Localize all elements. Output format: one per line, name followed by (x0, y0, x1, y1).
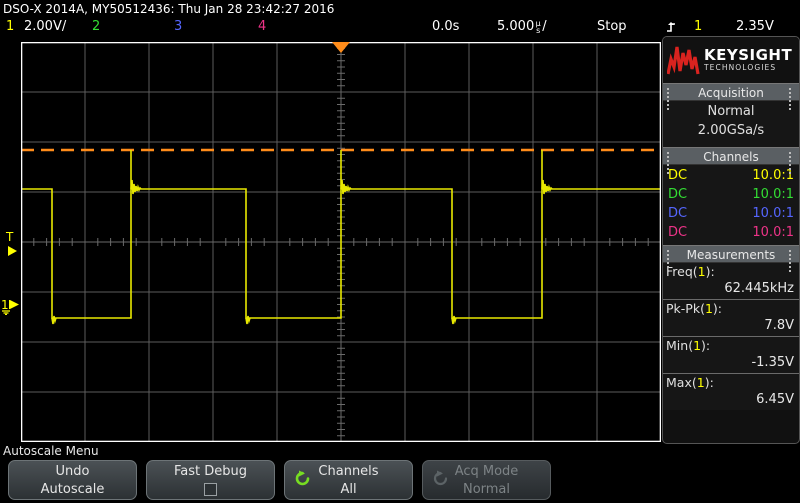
channels-header-label: Channels (703, 150, 759, 164)
waveform-display[interactable]: T 1 (0, 36, 662, 444)
title-bar: DSO-X 2014A, MY50512436: Thu Jan 28 23:4… (3, 2, 335, 16)
softkey-line1: Undo (55, 464, 90, 479)
timebase-unit-base: s (536, 25, 541, 35)
softkey-channels[interactable]: Channels All (284, 460, 413, 500)
channel-1-scale[interactable]: 2.00V/ (24, 19, 67, 34)
channel-1-waveform (21, 150, 661, 325)
run-state[interactable]: Stop (597, 19, 627, 34)
channels-header[interactable]: Channels (663, 147, 799, 174)
measurement-value: 7.8V (764, 318, 794, 333)
channel-row[interactable]: DC 10.0:1 (667, 185, 795, 204)
grip-dots-right (789, 250, 795, 272)
softkey-line1: Channels (318, 464, 379, 479)
softkey-line1: Fast Debug (173, 464, 247, 479)
trigger-source[interactable]: 1 (694, 19, 703, 34)
channel-probe-ratio: 10.0:1 (752, 187, 794, 202)
acquisition-mode: Normal (707, 104, 755, 119)
trigger-level-value[interactable]: 2.35V (736, 19, 774, 34)
keysight-waveform-mark (667, 46, 700, 75)
channel-probe-ratio: 10.0:1 (752, 168, 794, 183)
measurement-item[interactable]: Freq(1): 62.445kHz (663, 263, 799, 300)
measurements-body: Freq(1): 62.445kHz Pk-Pk(1): 7.8V Min(1)… (663, 263, 799, 410)
measurements-header-label: Measurements (686, 248, 776, 262)
soft-key-row: Undo Autoscale Fast Debug Channels All (8, 460, 551, 500)
fast-debug-checkbox[interactable] (204, 483, 217, 496)
channel-probe-ratio: 10.0:1 (752, 206, 794, 221)
keysight-logo: KEYSIGHT TECHNOLOGIES (663, 37, 799, 83)
softkey-line2: Normal (462, 482, 511, 497)
grip-dots-left (667, 250, 673, 272)
svg-text:1: 1 (1, 298, 9, 312)
acquisition-body: Normal 2.00GSa/s (663, 101, 799, 147)
measurement-source: 1 (693, 338, 702, 353)
softkey-acq-mode[interactable]: Acq Mode Normal (422, 460, 551, 500)
trigger-position-marker[interactable] (332, 38, 350, 57)
left-marker-column: T 1 (0, 42, 21, 442)
grip-dots-right (789, 88, 795, 110)
trigger-slope-icon[interactable] (665, 20, 679, 40)
channel-row[interactable]: DC 10.0:1 (667, 204, 795, 223)
measurement-name: Freq (666, 264, 693, 279)
horizontal-delay[interactable]: 0.0s (432, 19, 460, 34)
acquisition-header-label: Acquisition (698, 86, 764, 100)
channel-4-indicator[interactable]: 4 (258, 19, 267, 34)
side-panel: KEYSIGHT TECHNOLOGIES Acquisition Normal… (662, 36, 800, 444)
measurement-item[interactable]: Min(1): -1.35V (663, 337, 799, 374)
softkey-undo-autoscale[interactable]: Undo Autoscale (8, 460, 137, 500)
channel-coupling: DC (668, 187, 688, 202)
measurement-name: Max (666, 375, 692, 390)
logo-brand: KEYSIGHT (704, 45, 793, 64)
measurement-source: 1 (704, 301, 713, 316)
soft-key-menu: Autoscale Menu Undo Autoscale Fast Debug… (0, 444, 800, 503)
channel-row[interactable]: DC 10.0:1 (667, 166, 795, 185)
channel-coupling: DC (668, 168, 688, 183)
timebase-slash: / (542, 19, 547, 34)
channel-probe-ratio: 10.0:1 (752, 225, 794, 240)
channel-1-ground-marker[interactable]: 1 (1, 298, 21, 317)
channels-body: DC 10.0:1 DC 10.0:1 DC 10.0:1 DC 10.0:1 (663, 165, 799, 245)
measurement-value: 6.45V (756, 392, 794, 407)
timebase-unit-prefix: µ (535, 18, 541, 28)
timebase-value: 5.000 (497, 19, 535, 34)
grip-dots-left (667, 88, 673, 110)
trigger-level-marker[interactable]: T (6, 230, 19, 259)
acquisition-header[interactable]: Acquisition (663, 83, 799, 110)
graticule[interactable] (21, 42, 661, 442)
menu-title: Autoscale Menu (3, 444, 99, 458)
softkey-line2: Autoscale (40, 482, 105, 497)
channel-3-indicator[interactable]: 3 (174, 19, 183, 34)
channel-2-indicator[interactable]: 2 (92, 19, 101, 34)
softkey-line2: All (340, 482, 357, 497)
channel-coupling: DC (668, 225, 688, 240)
recall-arrow-icon (294, 470, 311, 491)
recall-arrow-icon (432, 470, 449, 491)
timebase-scale[interactable]: 5.000 µ s / (497, 18, 547, 36)
softkey-fast-debug[interactable]: Fast Debug (146, 460, 275, 500)
measurement-item[interactable]: Pk-Pk(1): 7.8V (663, 300, 799, 337)
channel-coupling: DC (668, 206, 688, 221)
acquisition-sample-rate: 2.00GSa/s (697, 123, 765, 138)
measurement-name: Pk-Pk (666, 301, 701, 316)
measurement-name: Min (666, 338, 689, 353)
logo-tagline: TECHNOLOGIES (704, 62, 777, 72)
channel-row[interactable]: DC 10.0:1 (667, 223, 795, 242)
measurement-label: Min(1): (666, 338, 711, 353)
measurement-value: 62.445kHz (724, 281, 794, 296)
status-bar: 1 2.00V/ 2 3 4 0.0s 5.000 µ s / Stop 1 2… (0, 18, 800, 36)
measurement-value: -1.35V (751, 355, 794, 370)
measurements-header[interactable]: Measurements (663, 245, 799, 272)
grip-dots-right (789, 152, 795, 174)
measurement-label: Freq(1): (666, 264, 715, 279)
channel-1-indicator[interactable]: 1 (6, 19, 15, 34)
measurement-source: 1 (697, 264, 706, 279)
softkey-line1: Acq Mode (454, 464, 519, 479)
trigger-marker-label: T (6, 230, 14, 244)
measurement-item[interactable]: Max(1): 6.45V (663, 374, 799, 410)
measurement-label: Pk-Pk(1): (666, 301, 723, 316)
measurement-label: Max(1): (666, 375, 714, 390)
measurement-source: 1 (696, 375, 705, 390)
grip-dots-left (667, 152, 673, 174)
